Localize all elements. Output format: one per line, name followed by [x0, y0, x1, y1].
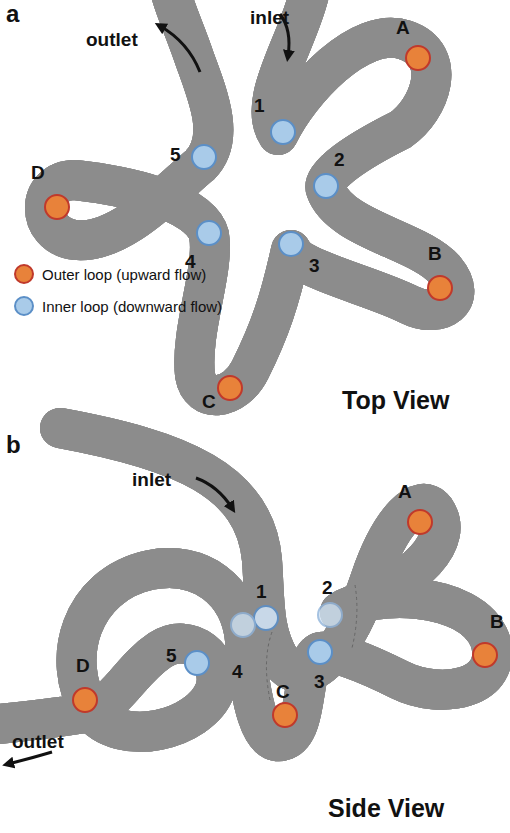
flow-arrows — [8, 14, 289, 764]
inner-loop-markers — [185, 120, 342, 675]
callout-number: 2 — [322, 578, 333, 597]
legend-text: Outer loop (upward flow) — [42, 266, 206, 283]
legend-swatch — [14, 296, 34, 316]
legend-entry: Inner loop (downward flow) — [14, 296, 222, 316]
callout-number: 3 — [309, 256, 320, 275]
view-title: Side View — [328, 796, 444, 821]
callout-number: 3 — [314, 672, 325, 691]
side-view-tube — [0, 428, 492, 741]
callout-letter: B — [428, 244, 442, 263]
callout-number: 1 — [256, 582, 267, 601]
flow-label: inlet — [250, 8, 289, 27]
legend-entry: Outer loop (upward flow) — [14, 264, 206, 284]
panel-letter: b — [6, 433, 21, 457]
top-view-tube — [45, 0, 454, 395]
flow-label: outlet — [86, 30, 138, 49]
callout-letter: C — [276, 682, 290, 701]
flow-label: inlet — [132, 470, 171, 489]
legend-swatch — [14, 264, 34, 284]
panel-letter: a — [6, 2, 19, 26]
view-title: Top View — [342, 388, 449, 413]
callout-letter: A — [398, 482, 412, 501]
hidden-edge-lines — [266, 585, 356, 700]
callout-number: 5 — [170, 145, 181, 164]
callout-number: 4 — [232, 662, 243, 681]
flow-label: outlet — [12, 732, 64, 751]
callout-letter: D — [76, 656, 90, 675]
callout-letter: C — [202, 392, 216, 411]
outer-loop-markers — [45, 46, 497, 727]
callout-number: 1 — [254, 96, 265, 115]
callout-letter: D — [31, 163, 45, 182]
callout-number: 5 — [166, 646, 177, 665]
callout-letter: A — [396, 18, 410, 37]
callout-letter: B — [490, 612, 504, 631]
callout-number: 2 — [334, 150, 345, 169]
legend-text: Inner loop (downward flow) — [42, 298, 222, 315]
